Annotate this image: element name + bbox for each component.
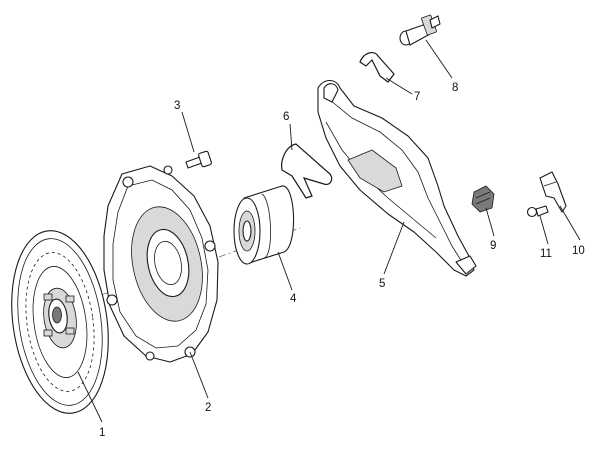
part-11-small-bolt <box>526 205 549 218</box>
part-10-bracket <box>539 171 567 213</box>
part-2-pressure-plate <box>103 165 219 363</box>
part-8-pivot-stud <box>399 14 441 46</box>
leader-5 <box>383 221 405 275</box>
leader-7 <box>385 77 413 95</box>
leader-11 <box>539 215 549 245</box>
leader-1 <box>77 371 103 423</box>
leader-8 <box>425 39 453 79</box>
part-9-boot <box>471 185 495 213</box>
part-1-clutch-disc <box>11 230 109 414</box>
callout-6: 6 <box>283 111 289 123</box>
callout-2: 2 <box>205 402 211 414</box>
part-6-retaining-clip <box>281 143 333 199</box>
leader-4 <box>277 251 293 291</box>
leader-10 <box>559 205 581 241</box>
part-5-release-fork <box>317 79 477 277</box>
callout-4: 4 <box>290 293 297 305</box>
callout-5: 5 <box>379 278 385 290</box>
callout-3: 3 <box>174 100 180 112</box>
callout-11: 11 <box>540 248 552 260</box>
callout-1: 1 <box>99 427 105 439</box>
part-3-bolt <box>185 150 212 169</box>
part-4-release-bearing <box>233 185 295 265</box>
callout-7: 7 <box>414 91 420 103</box>
leader-3 <box>181 111 195 153</box>
leader-2 <box>189 351 209 399</box>
callout-8: 8 <box>452 82 458 94</box>
callout-9: 9 <box>490 240 496 252</box>
leader-6 <box>289 123 293 151</box>
part-7-spring-clip <box>359 52 395 83</box>
leader-9 <box>485 207 495 237</box>
callout-10: 10 <box>572 245 585 257</box>
